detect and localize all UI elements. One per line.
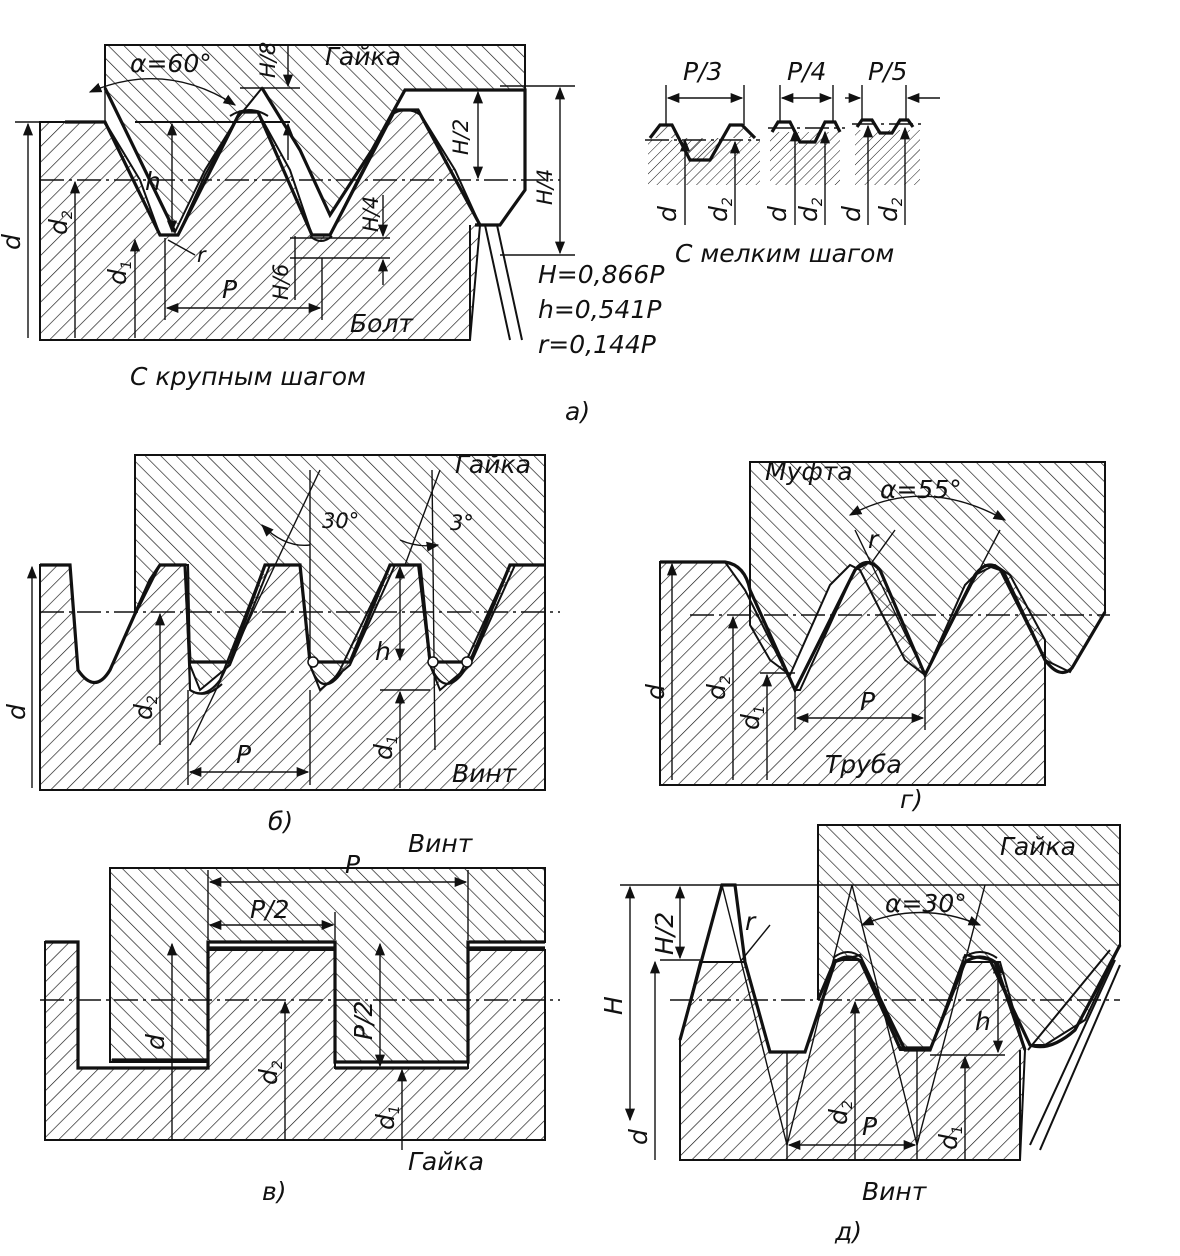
p-label-b: P (236, 740, 252, 769)
screw-section-d (679, 953, 1027, 1161)
screw-label-d: Винт (862, 1177, 928, 1206)
p3-label: P/3 (683, 57, 722, 86)
screw-label-b: Винт (452, 759, 518, 788)
panel-v-square (40, 867, 560, 1150)
equation-small-h: h=0,541P (538, 295, 662, 324)
d1-label-a: d1 (103, 260, 135, 285)
panel-b-buttress (26, 454, 560, 791)
p-label-a: P (222, 275, 238, 304)
p-label-v: P (345, 850, 361, 879)
nut-label-b: Гайка (455, 450, 531, 479)
h-label-b: h (375, 637, 391, 666)
nut-label-a: Гайка (325, 42, 401, 71)
p2-label-v: P/2 (250, 895, 289, 924)
panel-d-trapezoidal (620, 824, 1122, 1161)
h-label-a: h (145, 167, 161, 196)
alpha-55-label: α=55° (880, 475, 962, 504)
d2-label-b: d2 (129, 695, 161, 720)
h2-label-a: H/2 (449, 119, 473, 155)
fine-d-label-1: d (653, 206, 682, 222)
d1-label-d: d1 (934, 1125, 966, 1150)
equation-h: H=0,866P (538, 260, 665, 289)
panel-g-pipe (659, 461, 1110, 786)
h-label-d: h (975, 1007, 991, 1036)
h2-label-d: H/2 (650, 912, 679, 955)
h4-label-small: H/4 (359, 196, 383, 232)
caption-v: в) (262, 1177, 287, 1206)
d-label-g: d (641, 684, 670, 700)
d-label-a: d (0, 234, 26, 250)
d-label-v: d (141, 1034, 170, 1050)
panel-a-metric-coarse (15, 44, 575, 341)
caption-d: д) (834, 1217, 862, 1246)
alpha-60-label: α=60° (130, 49, 212, 78)
bolt-section-a (39, 109, 482, 341)
fine-d-label-3: d (837, 206, 866, 222)
h6-label: H/6 (269, 264, 293, 300)
h4-label-right: H/4 (533, 169, 557, 205)
nut-label-v: Гайка (408, 1147, 484, 1176)
fine-pitch-label: С мелким шагом (675, 239, 894, 268)
p2-vertical-label: P/2 (349, 1001, 378, 1040)
p4-label: P/4 (787, 57, 826, 86)
fine-d2-label-2: d2 (794, 197, 826, 222)
nut-label-d: Гайка (1000, 832, 1076, 861)
r-label-g: r (868, 525, 880, 554)
r-label-a: r (197, 243, 207, 267)
d1-label-b: d1 (369, 735, 401, 760)
r-label-d: r (745, 907, 757, 936)
d2-label-v: d2 (254, 1060, 286, 1085)
angle-30-label: 30° (322, 509, 359, 533)
d2-label-a: d2 (44, 210, 76, 235)
caption-g: г) (900, 785, 923, 814)
coupling-label: Муфта (765, 457, 853, 486)
d-label-b: d (2, 704, 31, 720)
d-label-d: d (624, 1129, 653, 1145)
H-label-d: H (599, 996, 628, 1015)
caption-a: а) (565, 397, 590, 426)
coarse-pitch-label: С крупным шагом (130, 362, 366, 391)
fine-d-label-2: d (763, 206, 792, 222)
bolt-label: Болт (350, 309, 414, 338)
p-label-d: P (862, 1112, 878, 1141)
pipe-label: Труба (825, 750, 902, 779)
fine-d2-label-1: d2 (704, 197, 736, 222)
fine-d2-label-3: d2 (874, 197, 906, 222)
d2-label-g: d2 (702, 675, 734, 700)
d1-label-g: d1 (736, 705, 768, 730)
alpha-30-label: α=30° (885, 889, 967, 918)
h8-label: H/8 (256, 42, 280, 78)
fine-pitch-profiles (645, 85, 940, 225)
p-label-g: P (860, 687, 876, 716)
screw-label-v: Винт (408, 829, 474, 858)
d2-label-d: d2 (824, 1100, 856, 1125)
angle-3-label: 3° (450, 511, 474, 535)
p5-label: P/5 (868, 57, 907, 86)
d1-label-v: d1 (371, 1105, 403, 1130)
equation-r: r=0,144P (538, 330, 657, 359)
caption-b: б) (268, 807, 293, 836)
